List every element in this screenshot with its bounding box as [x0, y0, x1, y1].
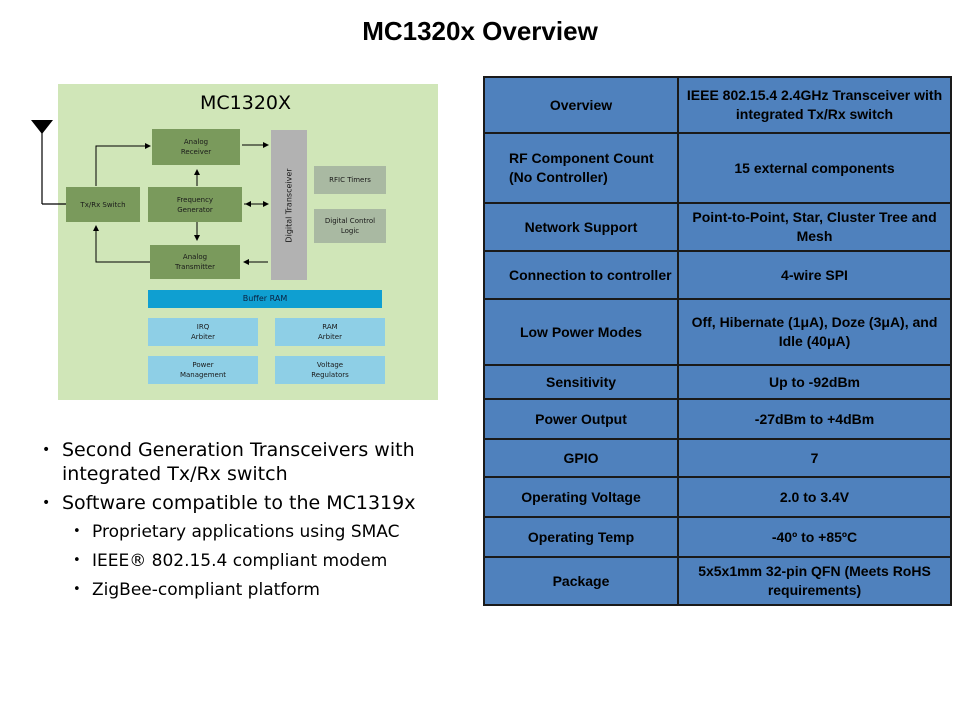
analog-transmitter-block: Analog Transmitter	[150, 245, 240, 279]
spec-key: Network Support	[483, 202, 679, 252]
table-row: Operating Temp -40º to +85ºC	[483, 516, 952, 558]
spec-value: 2.0 to 3.4V	[677, 476, 952, 518]
spec-value: IEEE 802.15.4 2.4GHz Transceiver with in…	[677, 76, 952, 134]
table-row: Connection to controller 4-wire SPI	[483, 250, 952, 300]
spec-key: Overview	[483, 76, 679, 134]
analog-receiver-block: Analog Receiver	[152, 129, 240, 165]
page-title: MC1320x Overview	[362, 16, 598, 46]
spec-value: Up to -92dBm	[677, 364, 952, 400]
digital-control-logic-block: Digital Control Logic	[314, 209, 386, 243]
sub-bullet-item: IEEE® 802.15.4 compliant modem	[40, 549, 465, 573]
spec-value: -40º to +85ºC	[677, 516, 952, 558]
voltage-regulators-block: Voltage Regulators	[275, 356, 385, 384]
feature-bullet-list: Second Generation Transceivers with inte…	[40, 438, 465, 607]
spec-key: Connection to controller	[483, 250, 679, 300]
spec-key: RF Component Count (No Controller)	[483, 132, 679, 204]
spec-key: Power Output	[483, 398, 679, 440]
spec-key: Sensitivity	[483, 364, 679, 400]
diagram-title: MC1320X	[200, 92, 292, 114]
table-row: GPIO 7	[483, 438, 952, 478]
spec-value: -27dBm to +4dBm	[677, 398, 952, 440]
frequency-generator-block: Frequency Generator	[148, 187, 242, 222]
spec-value: 15 external components	[677, 132, 952, 204]
bullet-item: Second Generation Transceivers with inte…	[40, 438, 465, 486]
sub-bullet-item: ZigBee-compliant platform	[40, 578, 465, 602]
digital-transceiver-block: Digital Transceiver	[271, 130, 307, 280]
spec-value: 5x5x1mm 32-pin QFN (Meets RoHS requireme…	[677, 556, 952, 606]
spec-value: Off, Hibernate (1μA), Doze (3μA), and Id…	[677, 298, 952, 366]
spec-value: 4-wire SPI	[677, 250, 952, 300]
buffer-ram-block: Buffer RAM	[148, 290, 382, 308]
sub-bullet-item: Proprietary applications using SMAC	[40, 520, 465, 544]
spec-value: 7	[677, 438, 952, 478]
bullet-item: Software compatible to the MC1319x	[40, 491, 465, 515]
spec-value: Point-to-Point, Star, Cluster Tree and M…	[677, 202, 952, 252]
table-row: Power Output -27dBm to +4dBm	[483, 398, 952, 440]
table-row: Overview IEEE 802.15.4 2.4GHz Transceive…	[483, 76, 952, 134]
spec-key: Operating Temp	[483, 516, 679, 558]
table-row: Operating Voltage 2.0 to 3.4V	[483, 476, 952, 518]
table-row: Sensitivity Up to -92dBm	[483, 364, 952, 400]
power-management-block: Power Management	[148, 356, 258, 384]
rfic-timers-block: RFIC Timers	[314, 166, 386, 194]
spec-key: Low Power Modes	[483, 298, 679, 366]
table-row: Network Support Point-to-Point, Star, Cl…	[483, 202, 952, 252]
spec-key: GPIO	[483, 438, 679, 478]
spec-key: Operating Voltage	[483, 476, 679, 518]
spec-key: Package	[483, 556, 679, 606]
table-row: RF Component Count (No Controller) 15 ex…	[483, 132, 952, 204]
tx-rx-switch-block: Tx/Rx Switch	[66, 187, 140, 222]
spec-table: Overview IEEE 802.15.4 2.4GHz Transceive…	[483, 76, 952, 606]
table-row: Package 5x5x1mm 32-pin QFN (Meets RoHS r…	[483, 556, 952, 606]
irq-arbiter-block: IRQ Arbiter	[148, 318, 258, 346]
table-row: Low Power Modes Off, Hibernate (1μA), Do…	[483, 298, 952, 366]
ram-arbiter-block: RAM Arbiter	[275, 318, 385, 346]
